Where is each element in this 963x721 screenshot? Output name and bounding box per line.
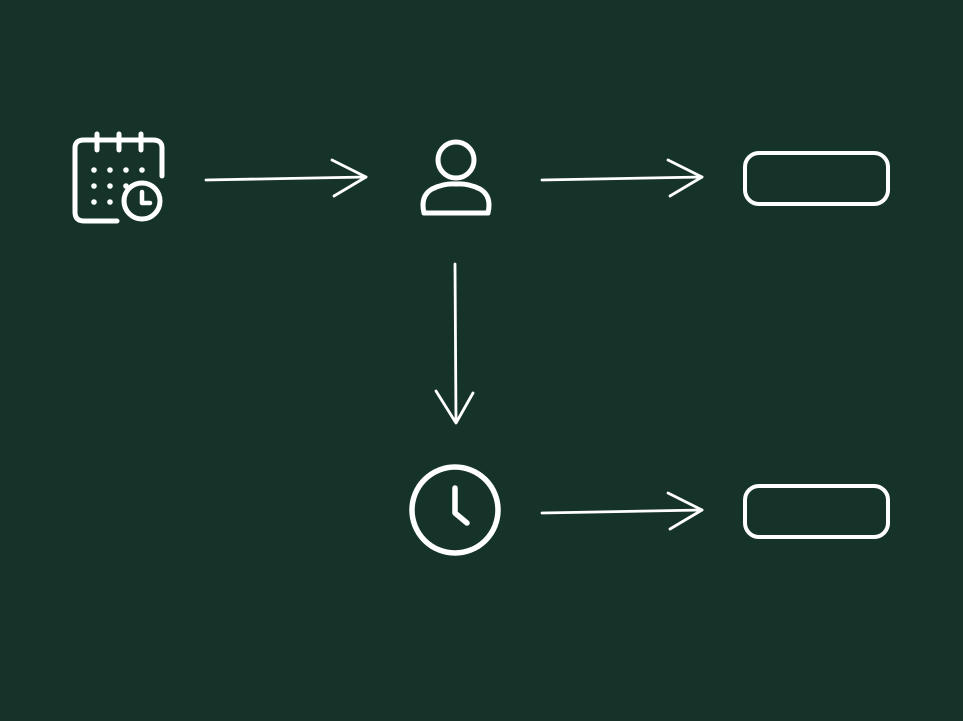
result-box-top — [743, 151, 890, 206]
arrow-schedule-to-person — [204, 158, 368, 198]
clock-icon — [409, 464, 501, 556]
arrow-wait-to-result-bottom — [540, 491, 704, 531]
arrow-person-to-wait — [434, 262, 475, 425]
user-icon — [420, 139, 492, 216]
result-box-bottom — [743, 484, 890, 539]
arrow-person-to-result-top — [540, 158, 704, 198]
calendar-clock-icon — [72, 131, 165, 224]
